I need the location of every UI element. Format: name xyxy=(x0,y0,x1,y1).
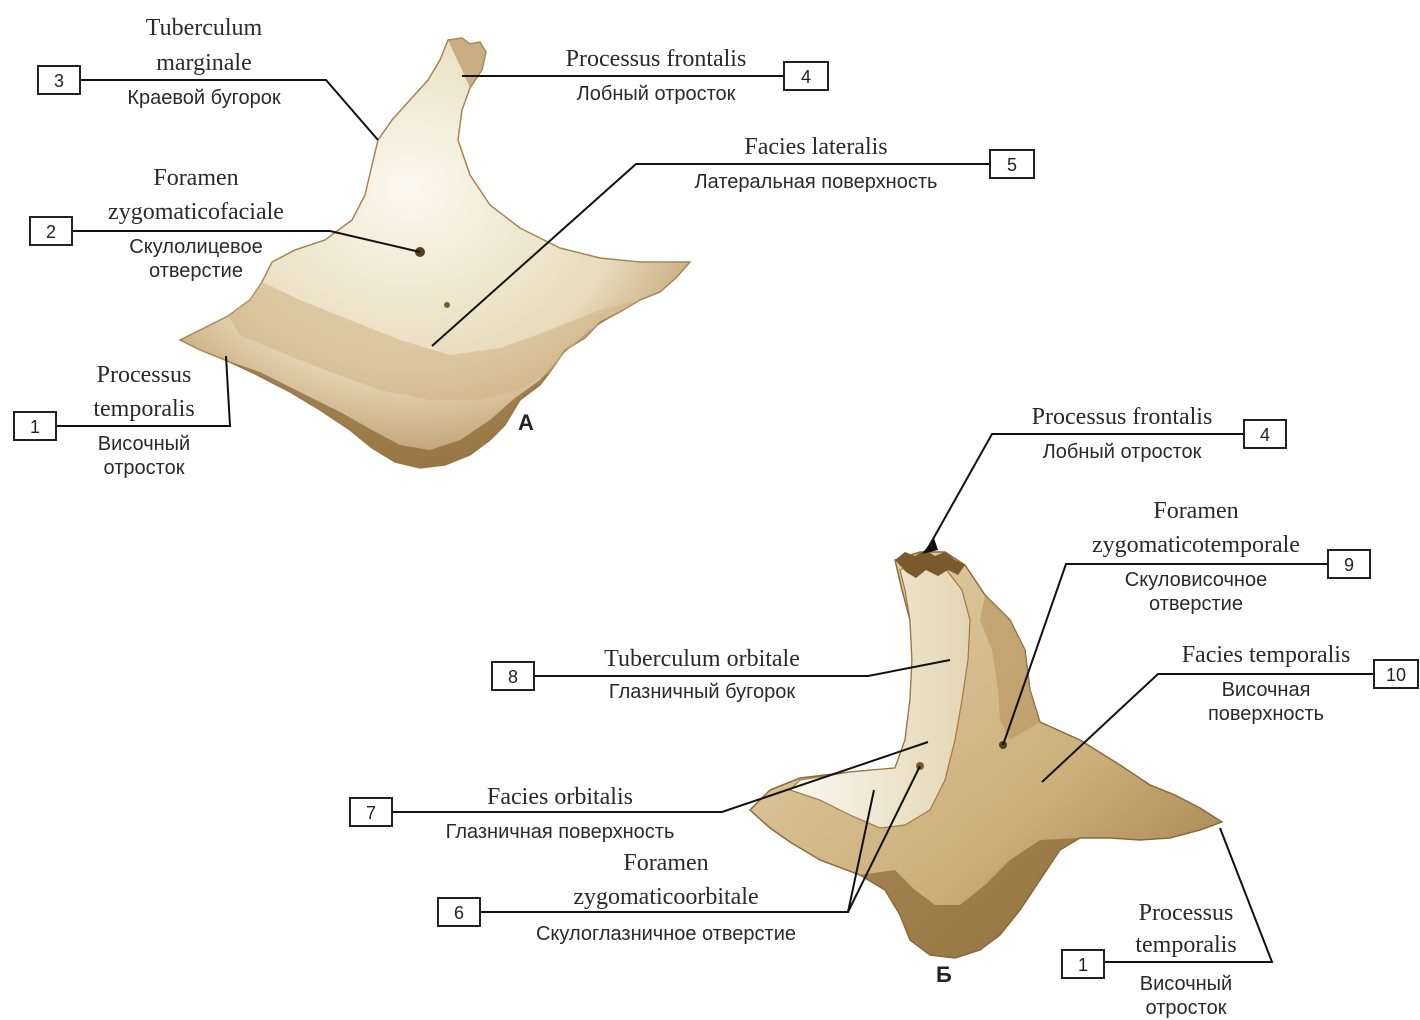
russian-term: отросток xyxy=(104,457,185,479)
label-number: 1 xyxy=(1078,955,1088,975)
figure-label-b: Б xyxy=(936,962,952,987)
russian-term: Височный xyxy=(98,433,190,455)
label-number: 4 xyxy=(801,67,811,87)
latin-term: Processus frontalis xyxy=(566,46,747,72)
label-b-6: 6 Foramen zygomaticoorbitale Скулоглазни… xyxy=(438,850,796,945)
figure-label-a: А xyxy=(518,410,534,435)
label-b-7: 7 Facies orbitalis Глазничная поверхност… xyxy=(350,784,674,843)
russian-term: Лобный отросток xyxy=(1043,441,1202,463)
russian-term: отросток xyxy=(1146,997,1227,1019)
label-a-1: 1 Processus temporalis Височный отросток xyxy=(14,362,195,479)
small-foramen-a xyxy=(444,302,450,308)
label-number: 9 xyxy=(1344,555,1354,575)
russian-term: Краевой бугорок xyxy=(127,87,281,109)
russian-term: Лобный отросток xyxy=(577,83,736,105)
label-a-2: 2 Foramen zygomaticofaciale Скулолицевое… xyxy=(30,165,284,282)
label-b-8: 8 Tuberculum orbitale Глазничный бугорок xyxy=(492,646,800,703)
russian-term: Скуловисочное xyxy=(1125,569,1267,591)
label-b-1: 1 Processus temporalis Височный отросток xyxy=(1062,900,1237,1019)
russian-term: Глазничный бугорок xyxy=(609,681,795,703)
latin-term: zygomaticotemporale xyxy=(1092,532,1300,558)
russian-term: Скулолицевое xyxy=(129,236,262,258)
latin-term: marginale xyxy=(156,50,252,76)
label-number: 4 xyxy=(1260,425,1270,445)
label-a-3: 3 Tuberculum marginale Краевой бугорок xyxy=(38,15,281,109)
latin-term: Processus xyxy=(1139,900,1234,926)
label-number: 7 xyxy=(366,803,376,823)
label-b-9: 9 Foramen zygomaticotemporale Скуловисоч… xyxy=(1092,498,1370,615)
label-number: 1 xyxy=(30,417,40,437)
latin-term: Facies orbitalis xyxy=(487,784,633,810)
latin-term: Foramen xyxy=(153,165,238,191)
label-number: 8 xyxy=(508,667,518,687)
latin-term: temporalis xyxy=(93,396,194,422)
russian-term: отверстие xyxy=(1149,593,1243,615)
russian-term: отверстие xyxy=(149,260,243,282)
latin-term: Tuberculum xyxy=(146,15,263,41)
label-number: 2 xyxy=(46,222,56,242)
russian-term: Височный xyxy=(1140,973,1232,995)
russian-term: Скулоглазничное отверстие xyxy=(536,923,796,945)
russian-term: Латеральная поверхность xyxy=(695,171,938,193)
latin-term: Foramen xyxy=(1153,498,1238,524)
latin-term: Facies temporalis xyxy=(1182,642,1351,668)
latin-term: zygomaticofaciale xyxy=(108,199,284,225)
latin-term: Tuberculum orbitale xyxy=(604,646,800,672)
label-b-10: 10 Facies temporalis Височная поверхност… xyxy=(1182,642,1418,725)
label-number: 10 xyxy=(1386,665,1406,685)
label-number: 6 xyxy=(454,903,464,923)
latin-term: zygomaticoorbitale xyxy=(573,884,758,910)
russian-term: Глазничная поверхность xyxy=(446,821,675,843)
latin-term: Processus xyxy=(97,362,192,388)
label-number: 5 xyxy=(1007,155,1017,175)
latin-term: Processus frontalis xyxy=(1032,404,1213,430)
latin-term: temporalis xyxy=(1135,932,1236,958)
russian-term: Височная xyxy=(1222,679,1311,701)
russian-term: поверхность xyxy=(1208,703,1324,725)
latin-term: Foramen xyxy=(623,850,708,876)
label-number: 3 xyxy=(54,71,64,91)
latin-term: Facies lateralis xyxy=(744,134,887,160)
